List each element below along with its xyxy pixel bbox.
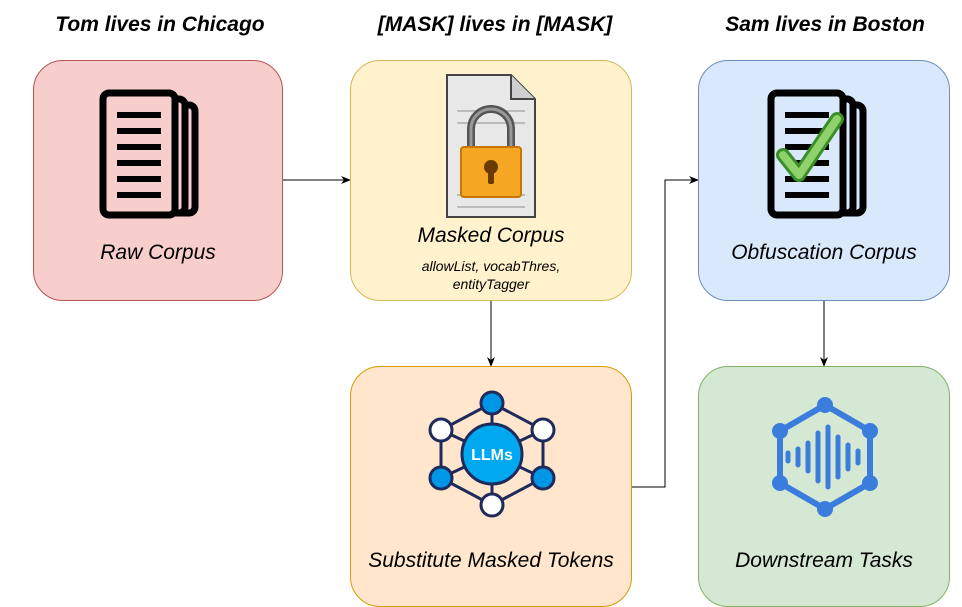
heading-original-sentence: Tom lives in Chicago bbox=[55, 13, 265, 36]
node-downstream-tasks: Downstream Tasks bbox=[698, 366, 950, 607]
node-raw-corpus-label: Raw Corpus bbox=[100, 241, 216, 264]
node-masked-corpus-params-line2: entityTagger bbox=[452, 276, 530, 292]
node-obfuscation-corpus: Obfuscation Corpus bbox=[698, 60, 950, 301]
node-masked-corpus: Masked Corpus allowList, vocabThres, ent… bbox=[350, 60, 632, 301]
node-masked-corpus-params-line1: allowList, vocabThres, bbox=[421, 258, 561, 274]
locked-document-icon bbox=[446, 74, 536, 218]
llm-network-icon: LLMs bbox=[428, 390, 556, 518]
heading-masked-sentence: [MASK] lives in [MASK] bbox=[377, 13, 613, 36]
node-raw-corpus: Raw Corpus bbox=[33, 60, 283, 301]
document-stack-icon bbox=[99, 89, 199, 219]
node-downstream-label: Downstream Tasks bbox=[735, 549, 913, 572]
checked-document-icon bbox=[767, 89, 867, 219]
llm-icon-text: LLMs bbox=[471, 447, 513, 464]
audio-network-icon bbox=[772, 397, 878, 517]
node-substitute-label: Substitute Masked Tokens bbox=[368, 549, 614, 572]
heading-obfuscated-sentence: Sam lives in Boston bbox=[725, 13, 925, 36]
edge-substitute-to-obfuscation bbox=[632, 176, 699, 488]
node-obfuscation-corpus-label: Obfuscation Corpus bbox=[731, 241, 917, 264]
node-substitute-masked-tokens: LLMs Substitute Masked Tokens bbox=[350, 366, 632, 607]
node-masked-corpus-label: Masked Corpus bbox=[417, 224, 565, 247]
